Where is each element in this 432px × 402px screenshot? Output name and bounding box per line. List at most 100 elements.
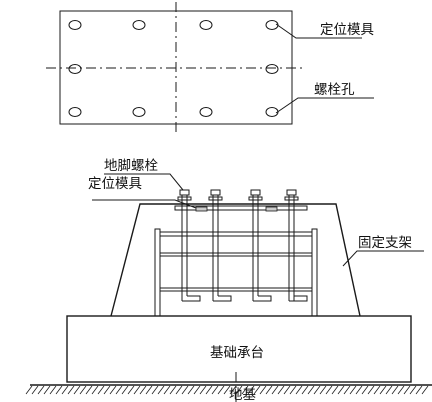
hatch-line — [235, 385, 243, 395]
label-ground: 地基 — [229, 386, 256, 402]
hatch-line — [85, 385, 93, 395]
bolt-hole — [132, 107, 146, 117]
bolt-hole — [68, 20, 82, 30]
bolt-hole — [265, 64, 279, 74]
hatch-line — [175, 385, 183, 395]
hatch-line — [265, 385, 273, 395]
hatch-line — [331, 385, 339, 395]
label-bolt-hole: 螺栓孔 — [314, 82, 355, 98]
hatch-line — [217, 385, 225, 395]
hatch-line — [421, 385, 429, 395]
hatch-line — [271, 385, 279, 395]
leader-fixed-bracket — [342, 250, 424, 267]
template-plan-view: 定位模具 螺栓孔 — [46, 2, 374, 135]
hatch-line — [379, 385, 387, 395]
pile-cap — [66, 315, 412, 383]
template-plate-section — [174, 205, 308, 211]
hatch-line — [163, 385, 171, 395]
anchor-bolt — [248, 189, 278, 302]
label-pile-cap: 基础承台 — [210, 344, 264, 361]
hatch-line — [139, 385, 147, 395]
hatch-line — [205, 385, 213, 395]
hatch-line — [79, 385, 87, 395]
hatch-line — [277, 385, 285, 395]
leader-bolt-hole — [275, 97, 374, 114]
hatch-line — [97, 385, 105, 395]
hatch-line — [295, 385, 303, 395]
hatch-line — [289, 385, 297, 395]
hatch-line — [397, 385, 405, 395]
hatch-line — [37, 385, 45, 395]
label-template-top: 定位模具 — [320, 22, 374, 38]
fixed-bracket-outline — [110, 203, 361, 317]
bolt-hole — [132, 20, 146, 30]
hatch-line — [55, 385, 63, 395]
hatch-line — [61, 385, 69, 395]
bolt-hole — [68, 64, 82, 74]
hatch-line — [25, 385, 33, 395]
hatch-line — [187, 385, 195, 395]
hatch-line — [349, 385, 357, 395]
hatch-line — [109, 385, 117, 395]
hatch-line — [283, 385, 291, 395]
elevation-view: 基础承台 地基 地脚螺栓 定位模具 固定支架 — [25, 158, 432, 402]
hatch-line — [133, 385, 141, 395]
bolt-hole — [265, 107, 279, 117]
hatch-line — [211, 385, 219, 395]
hatch-line — [103, 385, 111, 395]
hatch-line — [313, 385, 321, 395]
hatch-line — [145, 385, 153, 395]
leader-template-bottom — [92, 199, 197, 209]
bolt-hole — [265, 20, 279, 30]
hatch-line — [343, 385, 351, 395]
hatch-line — [157, 385, 165, 395]
hatch-line — [337, 385, 345, 395]
hatch-line — [229, 385, 237, 395]
hatch-line — [409, 385, 417, 395]
anchor-bolt — [284, 189, 308, 302]
ground-hatch — [25, 385, 429, 395]
hatch-line — [73, 385, 81, 395]
hatch-line — [121, 385, 129, 395]
hatch-line — [247, 385, 255, 395]
hatch-line — [361, 385, 369, 395]
hatch-line — [199, 385, 207, 395]
hatch-line — [415, 385, 423, 395]
hatch-line — [403, 385, 411, 395]
hatch-line — [319, 385, 327, 395]
hatch-line — [91, 385, 99, 395]
anchor-bolt — [208, 189, 232, 302]
bracket-post-left — [154, 228, 161, 317]
hatch-line — [385, 385, 393, 395]
bolt-hole — [199, 20, 213, 30]
bolt-hole — [199, 107, 213, 117]
hatch-line — [367, 385, 375, 395]
hatch-line — [181, 385, 189, 395]
hatch-line — [31, 385, 39, 395]
hatch-line — [253, 385, 261, 395]
hatch-line — [325, 385, 333, 395]
hatch-line — [67, 385, 75, 395]
hatch-line — [241, 385, 249, 395]
hatch-line — [115, 385, 123, 395]
label-fixed-bracket: 固定支架 — [358, 235, 412, 251]
hatch-line — [127, 385, 135, 395]
leader-anchor-bolt — [104, 173, 184, 191]
hatch-line — [193, 385, 201, 395]
hatch-line — [301, 385, 309, 395]
hatch-line — [223, 385, 231, 395]
bracket-post-right — [311, 228, 318, 317]
hatch-line — [259, 385, 267, 395]
hatch-line — [391, 385, 399, 395]
bolt-hole — [68, 107, 82, 117]
hatch-line — [355, 385, 363, 395]
hatch-line — [43, 385, 51, 395]
hatch-line — [373, 385, 381, 395]
anchor-bolt — [177, 189, 208, 302]
leader-template-top — [275, 23, 362, 39]
hatch-line — [169, 385, 177, 395]
hatch-line — [151, 385, 159, 395]
hatch-line — [307, 385, 315, 395]
